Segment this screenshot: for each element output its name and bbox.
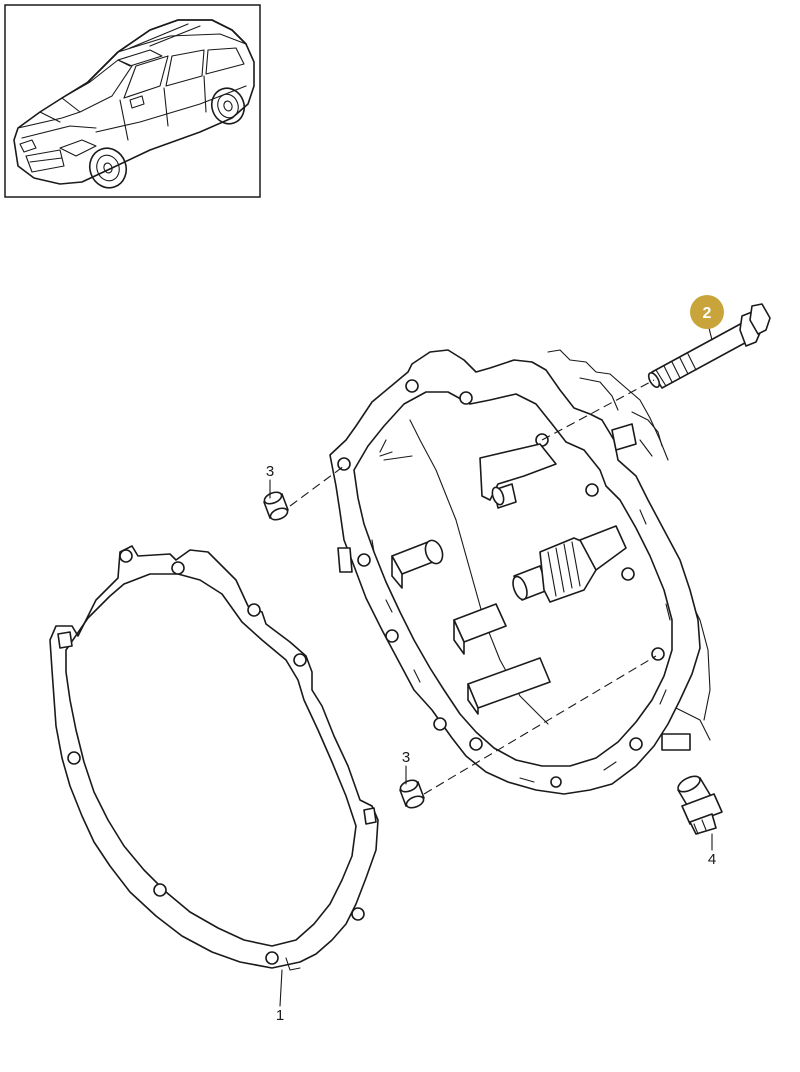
callout-1[interactable]: 1 bbox=[276, 1007, 284, 1024]
assembly-lines bbox=[289, 379, 657, 795]
callout-3-upper[interactable]: 3 bbox=[266, 463, 274, 480]
car-icon bbox=[13, 19, 255, 189]
callout-2-number: 2 bbox=[703, 305, 712, 322]
plug[interactable] bbox=[676, 773, 723, 835]
callout-3-lower-number: 3 bbox=[402, 749, 410, 766]
bolt[interactable] bbox=[647, 303, 771, 389]
callout-3-lower[interactable]: 3 bbox=[402, 749, 410, 766]
callout-2-badge bbox=[690, 295, 724, 329]
callout-3-upper-number: 3 bbox=[266, 463, 274, 480]
callout-4[interactable]: 4 bbox=[708, 851, 716, 868]
sleeve-lower[interactable] bbox=[399, 778, 425, 810]
gasket[interactable] bbox=[49, 545, 379, 971]
vehicle-thumbnail[interactable] bbox=[4, 4, 261, 198]
callout-4-number: 4 bbox=[708, 851, 716, 868]
sleeve-upper[interactable] bbox=[263, 490, 289, 522]
callout-2[interactable]: 2 bbox=[690, 295, 724, 329]
callout-1-number: 1 bbox=[276, 1007, 284, 1024]
bell-housing[interactable] bbox=[329, 349, 711, 795]
